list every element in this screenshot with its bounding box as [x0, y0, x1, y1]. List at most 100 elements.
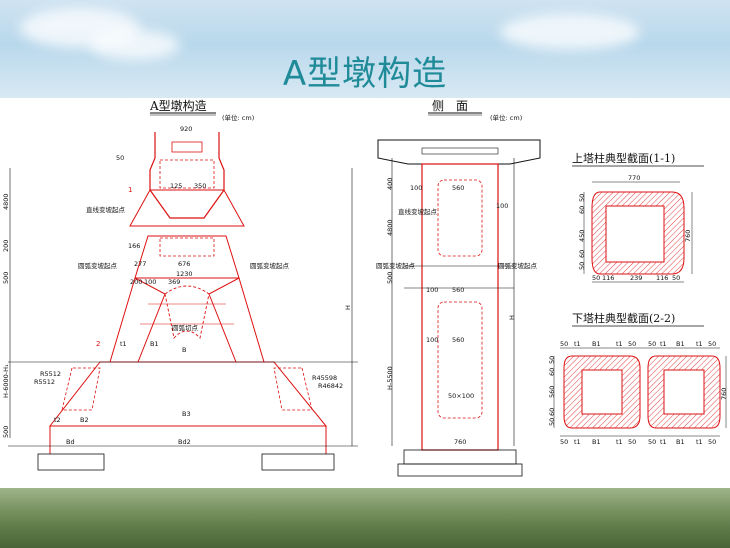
upper-section-title: 上塔柱典型截面(1-1): [572, 151, 675, 165]
side-view: 侧 面 (单位: cm) 400 4800 500 H-5500 H 560 5…: [376, 99, 541, 477]
side-cap: [377, 139, 541, 165]
dim-125: 125: [170, 182, 182, 190]
left-foot-void: [61, 367, 101, 411]
side-dim-760: 760: [454, 438, 466, 446]
dim-350: 350: [194, 182, 206, 190]
upper-dim-h116: 116: [602, 274, 614, 282]
dim-vH6000: H-6000-H₁: [2, 364, 10, 398]
dim-B2: B2: [80, 416, 89, 424]
dim-676: 676: [178, 260, 190, 268]
front-view: A型墩构造 (单位: cm) 4800 200 500 H-: [2, 98, 358, 471]
upper-dim-v760: 760: [684, 230, 692, 242]
lower-dim-v60: 60: [548, 368, 556, 376]
side-dim-100d: 100: [426, 336, 438, 344]
upper-dim-h50: 50: [592, 274, 600, 282]
dim-H: H: [344, 305, 352, 310]
side-label-straight: 直线变坡起点: [398, 207, 438, 216]
side-view-title: 侧 面: [432, 99, 468, 113]
lower-dim-h50a: 50: [560, 340, 568, 348]
lower-dim-t1b: t1: [616, 340, 623, 348]
upper-column-outline: [129, 189, 245, 227]
section-marker-2: 2: [96, 340, 100, 348]
lower-dim-B1b: B1: [676, 340, 685, 348]
side-dim-560b: 560: [452, 286, 464, 294]
side-dim-100b: 100: [496, 202, 508, 210]
upper-dim-v450: 450: [578, 230, 586, 242]
lower-dim-h50d: 50: [708, 340, 716, 348]
dim-v500: 500: [2, 272, 10, 284]
dim-369: 369: [168, 278, 180, 286]
section-marker-1: 1: [128, 186, 132, 194]
lower-dim-b1: 50: [560, 438, 568, 446]
upper-dim-h50b: 50: [672, 274, 680, 282]
side-label-arc-change-r: 圆弧变坡起点: [498, 261, 538, 270]
side-dim-v4800: 4800: [386, 219, 394, 236]
landscape-background: [0, 488, 730, 548]
upper-dim-v50b: 50: [578, 262, 586, 270]
side-label-arc-change: 圆弧变坡起点: [376, 261, 416, 270]
upper-section-void: [605, 205, 665, 263]
side-void-upper: [437, 179, 483, 257]
dim-R5512b: R5512: [34, 378, 55, 386]
dim-B1: B1: [150, 340, 159, 348]
pier-top-cap: [171, 141, 203, 153]
lower-dim-B1: B1: [592, 340, 601, 348]
lower-dim-b10: 50: [708, 438, 716, 446]
left-base-block: [37, 453, 105, 471]
upper-dim-770: 770: [628, 174, 640, 182]
dim-Bd: Bd: [66, 438, 75, 446]
lower-dim-v50b: 50: [548, 418, 556, 426]
dim-Bd2: Bd2: [178, 438, 191, 446]
dim-B: B: [182, 346, 186, 354]
lower-dim-b6: 50: [648, 438, 656, 446]
label-arc-tangent: 圆弧切点: [172, 323, 199, 332]
dim-t1: t1: [120, 340, 127, 348]
lower-dim-h50b: 50: [628, 340, 636, 348]
side-dim-v400: 400: [386, 178, 394, 190]
dim-50: 50: [116, 154, 124, 162]
upper-dim-v60b: 60: [578, 250, 586, 258]
dim-920: 920: [180, 125, 192, 133]
dim-t2: t2: [54, 416, 61, 424]
side-column: [421, 163, 499, 451]
arch-void: [164, 285, 210, 339]
dim-B3: B3: [182, 410, 191, 418]
left-leg: [109, 277, 166, 363]
side-dim-560c: 560: [452, 336, 464, 344]
lower-dim-v50: 50: [548, 356, 556, 364]
dim-v500b: 500: [2, 426, 10, 438]
engineering-drawing: A型墩构造 (单位: cm) 4800 200 500 H-: [2, 98, 728, 477]
lower-dim-v760: 760: [720, 388, 728, 400]
side-dim-H: H: [508, 315, 516, 320]
middle-void: [159, 237, 215, 257]
side-dim-hole: 50×100: [448, 392, 474, 400]
lower-dim-b3: B1: [592, 438, 601, 446]
side-dim-100c: 100: [426, 286, 438, 294]
front-view-title: A型墩构造: [149, 98, 207, 113]
dim-R5512: R5512: [40, 370, 61, 378]
lower-section: 下塔柱典型截面(2-2) 50 t1 B1 t1 50 50 t1 B1 t1 …: [548, 311, 728, 446]
right-base-block: [261, 453, 335, 471]
label-straight-change: 直线变坡起点: [86, 205, 126, 214]
right-foot-void: [273, 367, 313, 411]
side-dim-vH5500: H-5500: [386, 366, 394, 390]
side-void-lower: [437, 301, 483, 419]
dim-200: 200: [130, 278, 142, 286]
upper-dim-v50: 50: [578, 194, 586, 202]
right-leg: [208, 277, 265, 363]
side-foundation: [397, 463, 523, 477]
dim-v200: 200: [2, 240, 10, 252]
side-view-unit: (单位: cm): [490, 113, 522, 122]
sky-background: [0, 0, 730, 98]
upper-section: 上塔柱典型截面(1-1) 770 50 60 450 60 50 760 50 …: [572, 151, 704, 283]
dim-v4800: 4800: [2, 193, 10, 210]
side-base: [403, 449, 517, 465]
lower-dim-h50c: 50: [648, 340, 656, 348]
front-view-unit: (单位: cm): [222, 113, 254, 122]
lower-dim-b4: t1: [616, 438, 623, 446]
lower-dim-b5: 50: [628, 438, 636, 446]
label-arc-change-2: 圆弧变坡起点: [250, 261, 290, 270]
lower-dim-b2: t1: [574, 438, 581, 446]
dim-100: 100: [144, 278, 156, 286]
upper-dim-v60: 60: [578, 206, 586, 214]
